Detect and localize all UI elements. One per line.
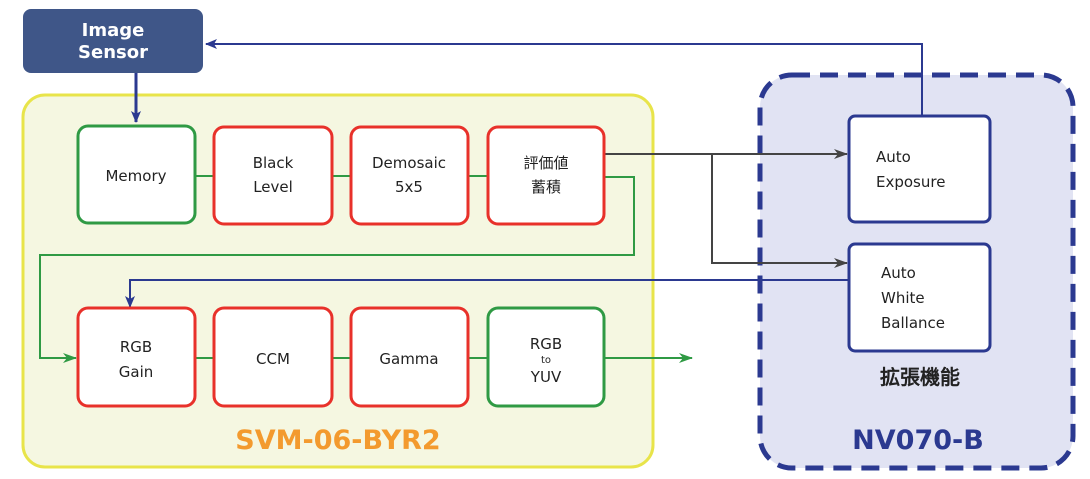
nv-group-subtitle: 拡張機能	[880, 365, 960, 389]
connector-eval-to-awb	[711, 154, 848, 268]
block-auto-exposure: Auto Exposure	[847, 114, 992, 224]
block-rgb-to-yuv: RGB to YUV	[486, 306, 606, 408]
block-rgb-gain-line2: Gain	[119, 363, 154, 381]
block-black-level: Black Level	[212, 125, 334, 226]
block-memory-label: Memory	[105, 167, 166, 185]
block-awb-line1: Auto	[881, 264, 916, 282]
block-auto-exposure-line2: Exposure	[876, 173, 945, 191]
block-gamma: Gamma	[349, 306, 470, 408]
block-awb-line3: Ballance	[881, 314, 945, 332]
block-rgb-to-yuv-line1: RGB	[530, 335, 562, 353]
block-memory: Memory	[76, 124, 197, 225]
block-black-level-line1: Black	[253, 154, 294, 172]
block-eval-accum-line2: 蓄積	[531, 178, 561, 196]
block-ccm-label: CCM	[256, 350, 290, 368]
block-rgb-to-yuv-line3: YUV	[530, 368, 562, 386]
block-rgb-gain-line1: RGB	[120, 338, 152, 356]
block-rgb-to-yuv-line2: to	[541, 355, 551, 366]
block-demosaic: Demosaic 5x5	[349, 125, 470, 226]
svm-group-title: SVM-06-BYR2	[235, 425, 440, 456]
block-rgb-gain: RGB Gain	[76, 306, 197, 408]
connector-ae-to-sensor	[205, 39, 923, 116]
block-auto-white-balance: Auto White Ballance	[847, 242, 992, 353]
block-awb-line2: White	[881, 289, 925, 307]
block-eval-accum-line1: 評価値	[523, 154, 568, 172]
connector-row1-to-row2	[39, 176, 635, 363]
nv-group-title: NV070-B	[852, 425, 984, 456]
block-demosaic-line1: Demosaic	[372, 154, 446, 172]
block-gamma-label: Gamma	[379, 350, 438, 368]
block-ccm: CCM	[212, 306, 334, 408]
block-black-level-line2: Level	[253, 178, 293, 196]
image-sensor-block: Image Sensor	[23, 9, 203, 73]
connector-awb-to-rgb-gain	[125, 279, 850, 308]
block-auto-exposure-line1: Auto	[876, 148, 911, 166]
block-eval-accum: 評価値 蓄積	[486, 125, 606, 226]
block-demosaic-line2: 5x5	[395, 178, 423, 196]
image-sensor-label-line1: Image	[82, 20, 145, 41]
image-sensor-label-line2: Sensor	[78, 42, 148, 63]
